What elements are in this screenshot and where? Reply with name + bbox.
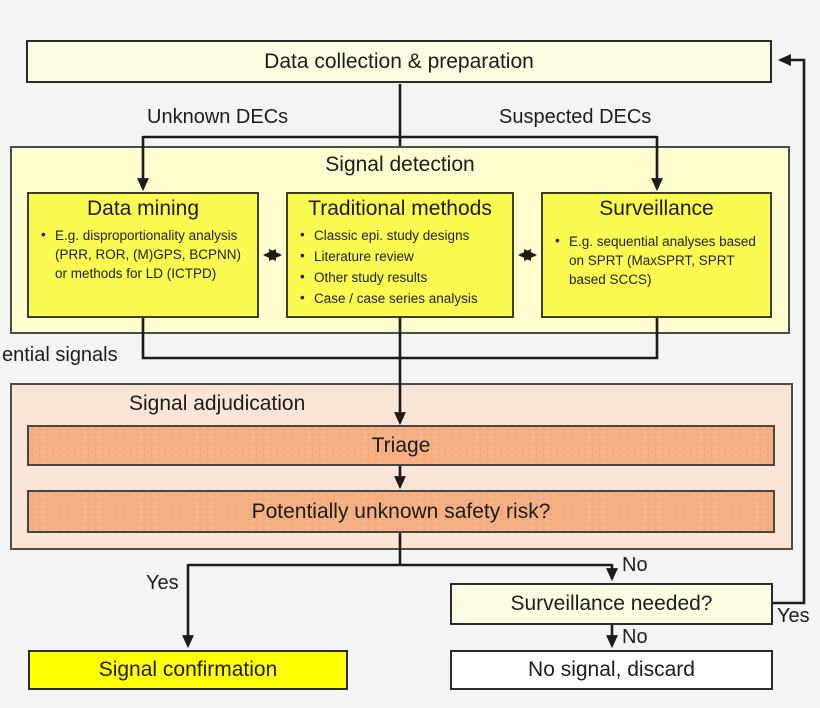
surveillance-box: Surveillance E.g. sequential analyses ba…	[541, 192, 772, 318]
risk-question-label: Potentially unknown safety risk?	[251, 499, 551, 523]
no-right-label: No	[622, 554, 648, 576]
surveillance-title: Surveillance	[599, 197, 714, 220]
triage-label: Triage	[371, 433, 431, 457]
triage-bar: Triage	[27, 425, 775, 466]
risk-question-bar: Potentially unknown safety risk?	[27, 490, 775, 533]
yes-left-label: Yes	[146, 572, 179, 594]
suspected-decs-label: Suspected DECs	[499, 106, 652, 128]
surveillance-needed-box: Surveillance needed?	[450, 583, 773, 625]
bullet-item: Case / case series analysis	[296, 288, 504, 308]
data-mining-bullets: E.g. disproportionality analysis (PRR, R…	[37, 225, 249, 283]
potential-signals-label: ential signals	[2, 344, 118, 366]
data-collection-box: Data collection & preparation	[26, 40, 772, 83]
yes-feedback-label: Yes	[777, 605, 810, 627]
bullet-item: Other study results	[296, 267, 504, 287]
bullet-item: E.g. disproportionality analysis (PRR, R…	[37, 225, 249, 283]
traditional-methods-title: Traditional methods	[308, 197, 492, 220]
bullet-item: Classic epi. study designs	[296, 225, 504, 245]
no-down-label: No	[622, 626, 648, 648]
traditional-methods-box: Traditional methods Classic epi. study d…	[286, 192, 514, 318]
signal-confirmation-label: Signal confirmation	[98, 658, 278, 681]
unknown-decs-label: Unknown DECs	[147, 106, 289, 128]
bullet-item: Literature review	[296, 246, 504, 266]
surveillance-bullets: E.g. sequential analyses based on SPRT (…	[551, 231, 762, 289]
signal-detection-title: Signal detection	[325, 153, 475, 176]
data-collection-label: Data collection & preparation	[264, 49, 534, 73]
signal-confirmation-box: Signal confirmation	[28, 650, 348, 690]
data-mining-box: Data mining E.g. disproportionality anal…	[27, 192, 259, 318]
bullet-item: E.g. sequential analyses based on SPRT (…	[551, 231, 762, 289]
surveillance-needed-label: Surveillance needed?	[510, 592, 713, 615]
traditional-methods-bullets: Classic epi. study designs Literature re…	[296, 225, 504, 309]
no-signal-discard-label: No signal, discard	[528, 658, 695, 681]
no-signal-discard-box: No signal, discard	[450, 650, 773, 690]
signal-adjudication-title: Signal adjudication	[129, 392, 306, 415]
data-mining-title: Data mining	[86, 197, 200, 220]
